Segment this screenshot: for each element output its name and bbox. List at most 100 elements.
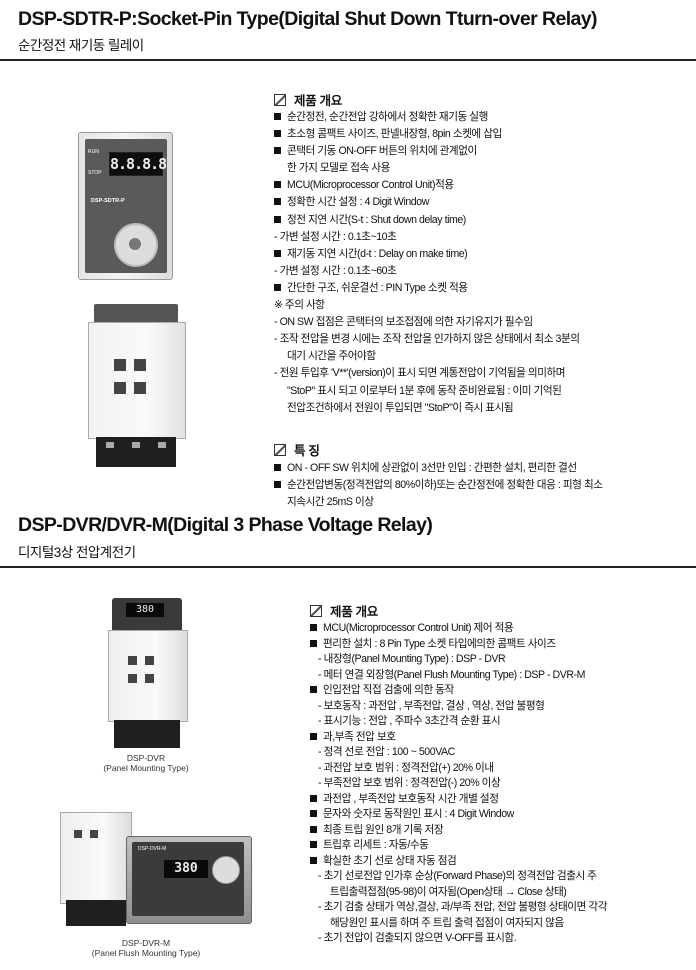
dvr-m-keypad <box>212 856 240 884</box>
list-item-text: 과전압 , 부족전압 보호동작 시간 개별 설정 <box>323 792 499 805</box>
list-item: 인입전압 직접 검출에 의한 동작 <box>310 683 607 699</box>
sdtr-display: 8.8.8.8 <box>110 155 167 173</box>
list-item: 한 가지 모델로 접속 사용 <box>274 160 580 177</box>
bullet-icon <box>310 856 317 864</box>
list-item-text: 과전압 보호 범위 : 정격전압(+) 20% 이내 <box>323 761 495 774</box>
dvr-m-caption: DSP-DVR-M (Panel Flush Mounting Type) <box>91 938 201 958</box>
list-item-text: 조작 전압을 변경 시에는 조작 전압을 인가하지 않은 상태에서 최소 3분의 <box>279 333 580 346</box>
list-item-text: ※ 주의 사항 <box>274 299 325 312</box>
stop-label: STOP <box>88 170 102 176</box>
list-item-text: 인입전압 직접 검출에 의한 동작 <box>323 684 454 696</box>
list-item-text: 내장형(Panel Mounting Type) : DSP - DVR <box>323 653 506 665</box>
bullet-icon <box>274 198 281 206</box>
list-item: 대기 시간을 주어야함 <box>274 348 580 365</box>
list-item: 초기 선로전압 인가후 순상(Forward Phase)의 정격전압 검출시 … <box>310 869 607 885</box>
list-item: 초기 전압이 검출되지 않으면 V-OFF를 표시함. <box>310 931 607 947</box>
list-item-text: 부족전압 보호 범위 : 정격전압(-) 20% 이상 <box>323 777 501 789</box>
sdtr-p-device-image: RUN STOP 8.8.8.8 DSP-SDTR-P <box>78 132 173 280</box>
dvr-m-model-label: DSP-DVR-M <box>138 846 167 852</box>
list-item-text: 초소형 콤팩트 사이즈, 판넬내장형, 8pin 소켓에 삽입 <box>287 128 502 141</box>
list-item-text: 메터 연결 외장형(Panel Flush Mounting Type) : D… <box>323 668 586 681</box>
list-item-text: 보호동작 : 과전압 , 부족전압, 결상 , 역상, 전압 불평형 <box>323 699 545 712</box>
list-item: 초기 검출 상태가 역상,결상, 과/부족 전압, 전압 불평형 상태이면 각각 <box>310 900 608 916</box>
list-item-text: 초기 선로전압 인가후 순상(Forward Phase)의 정격전압 검출시 … <box>323 870 597 882</box>
list-item: "StoP" 표시 되고 이로부터 1분 후에 동작 준비완료됨 : 이미 기억… <box>274 383 580 400</box>
section1-title: DSP-SDTR-P:Socket-Pin Type(Digital Shut … <box>18 8 598 30</box>
section2-subtitle: 디지털3상 전압계전기 <box>18 545 136 560</box>
list-item: 가변 설정 시간 : 0.1초~60초 <box>274 263 580 280</box>
list-item: 부족전압 보호 범위 : 정격전압(-) 20% 이상 <box>310 776 607 792</box>
sdtr-keypad <box>114 223 158 267</box>
list-item-text: ON SW 접점은 콘택터의 보조접점에 의한 자기유지가 필수임 <box>279 316 534 329</box>
list-item-text: 트립출력접점(95-98)이 여자됨(Open상태 → Close 상태) <box>330 885 567 898</box>
dvr-m-display: 380 <box>174 861 198 876</box>
list-item: 메터 연결 외장형(Panel Flush Mounting Type) : D… <box>310 668 607 684</box>
list-item: 지속시간 25mS 이상 <box>274 494 603 511</box>
list-item: 조작 전압을 변경 시에는 조작 전압을 인가하지 않은 상태에서 최소 3분의 <box>274 331 580 348</box>
list-item: ※ 주의 사항 <box>274 297 580 314</box>
list-item-text: 순간전압변동(정격전압의 80%이하)또는 순간정전에 정확한 대응 : 피형 … <box>287 479 603 492</box>
list-item: 트립후 리세트 : 자동/수동 <box>310 838 607 854</box>
bullet-icon <box>310 732 317 740</box>
list-item: 과,부족 전압 보호 <box>310 730 607 746</box>
bullet-icon <box>310 825 317 833</box>
sdtr-model-label: DSP-SDTR-P <box>91 198 125 204</box>
bullet-icon <box>310 639 317 647</box>
list-item: MCU(Microprocessor Control Unit) 제어 적용 <box>310 621 607 637</box>
bullet-icon <box>274 147 281 155</box>
list-item-text: MCU(Microprocessor Control Unit)적용 <box>287 179 454 192</box>
bullet-icon <box>274 215 281 223</box>
list-item-text: 대기 시간을 주어야함 <box>287 350 376 363</box>
section2-divider <box>0 566 696 568</box>
list-item: 정확한 시간 설정 : 4 Digit Window <box>274 194 580 211</box>
list-item: 보호동작 : 과전압 , 부족전압, 결상 , 역상, 전압 불평형 <box>310 699 607 715</box>
list-item-text: 트립후 리세트 : 자동/수동 <box>323 839 429 851</box>
list-item: 전압조건하에서 전원이 투입되면 "StoP"이 즉시 표시됨 <box>274 400 580 417</box>
section-marker-icon <box>274 94 286 106</box>
bullet-icon <box>310 810 317 817</box>
list-item-text: 해당원인 표시를 하며 주 트립 출력 접점이 여자되지 않음 <box>330 916 564 929</box>
bullet-icon <box>310 624 317 631</box>
run-label: RUN <box>88 149 99 155</box>
list-item: 과전압 , 부족전압 보호동작 시간 개별 설정 <box>310 792 607 808</box>
dvr-caption: DSP-DVR (Panel Mounting Type) <box>103 753 189 773</box>
list-item-text: 초기 전압이 검출되지 않으면 V-OFF를 표시함. <box>323 932 517 944</box>
list-item-text: 정확한 시간 설정 : 4 Digit Window <box>287 196 429 209</box>
bullet-icon <box>274 113 281 120</box>
list-item-text: 초기 검출 상태가 역상,결상, 과/부족 전압, 전압 불평형 상태이면 각각 <box>323 901 608 913</box>
list-item: 편리한 설치 : 8 Pin Type 소켓 타입에의한 콤팩트 사이즈 <box>310 637 607 653</box>
bullet-icon <box>310 794 317 802</box>
list-item: 표시기능 : 전압 , 주파수 3초간격 순환 표시 <box>310 714 607 730</box>
bullet-icon <box>274 181 281 189</box>
list-item-text: 편리한 설치 : 8 Pin Type 소켓 타입에의한 콤팩트 사이즈 <box>323 637 556 650</box>
section1-features-list: ON - OFF SW 위치에 상관없이 3선만 인입 : 간편한 설치, 편리… <box>274 460 603 511</box>
bullet-icon <box>274 249 281 257</box>
list-item: 순간정전, 순간전압 강하에서 정확한 재기동 실행 <box>274 109 580 126</box>
list-item: 최종 트립 원인 8개 기록 저장 <box>310 823 607 839</box>
list-item: 정격 선로 전압 : 100 ~ 500VAC <box>310 745 607 761</box>
list-item: 전원 투입후 'V**'(version)이 표시 되면 계통전압이 기억됨을 … <box>274 365 580 382</box>
list-item: 콘택터 기동 ON-OFF 버튼의 위치에 관계없이 <box>274 143 580 160</box>
list-item-text: 전원 투입후 'V**'(version)이 표시 되면 계통전압이 기억됨을 … <box>279 367 566 380</box>
list-item-text: 순간정전, 순간전압 강하에서 정확한 재기동 실행 <box>287 111 488 123</box>
list-item-text: MCU(Microprocessor Control Unit) 제어 적용 <box>323 622 514 634</box>
list-item: 재기동 지연 시간(d-t : Delay on make time) <box>274 246 580 263</box>
bullet-icon <box>310 841 317 848</box>
list-item-text: "StoP" 표시 되고 이로부터 1분 후에 동작 준비완료됨 : 이미 기억… <box>287 384 562 397</box>
list-item-text: 콘택터 기동 ON-OFF 버튼의 위치에 관계없이 <box>287 145 477 158</box>
section1-overview-heading: 제품 개요 <box>274 90 342 109</box>
bullet-icon <box>274 464 281 471</box>
list-item: 초소형 콤팩트 사이즈, 판넬내장형, 8pin 소켓에 삽입 <box>274 126 580 143</box>
list-item: 확실한 초기 선로 상태 자동 점검 <box>310 854 607 870</box>
list-item-text: 문자와 숫자로 동작원인 표시 : 4 Digit Window <box>323 808 514 820</box>
list-item-text: 표시기능 : 전압 , 주파수 3초간격 순환 표시 <box>323 715 501 727</box>
sdtr-center-key <box>129 238 141 250</box>
list-item: 간단한 구조, 쉬운결선 : PIN Type 소켓 적용 <box>274 280 580 297</box>
list-item: 문자와 숫자로 동작원인 표시 : 4 Digit Window <box>310 807 607 823</box>
list-item-text: 가변 설정 시간 : 0.1초~10초 <box>279 230 397 243</box>
list-item: ON SW 접점은 콘택터의 보조접점에 의한 자기유지가 필수임 <box>274 314 580 331</box>
bullet-icon <box>274 481 281 489</box>
list-item: MCU(Microprocessor Control Unit)적용 <box>274 177 580 194</box>
list-item-text: 과,부족 전압 보호 <box>323 730 396 743</box>
